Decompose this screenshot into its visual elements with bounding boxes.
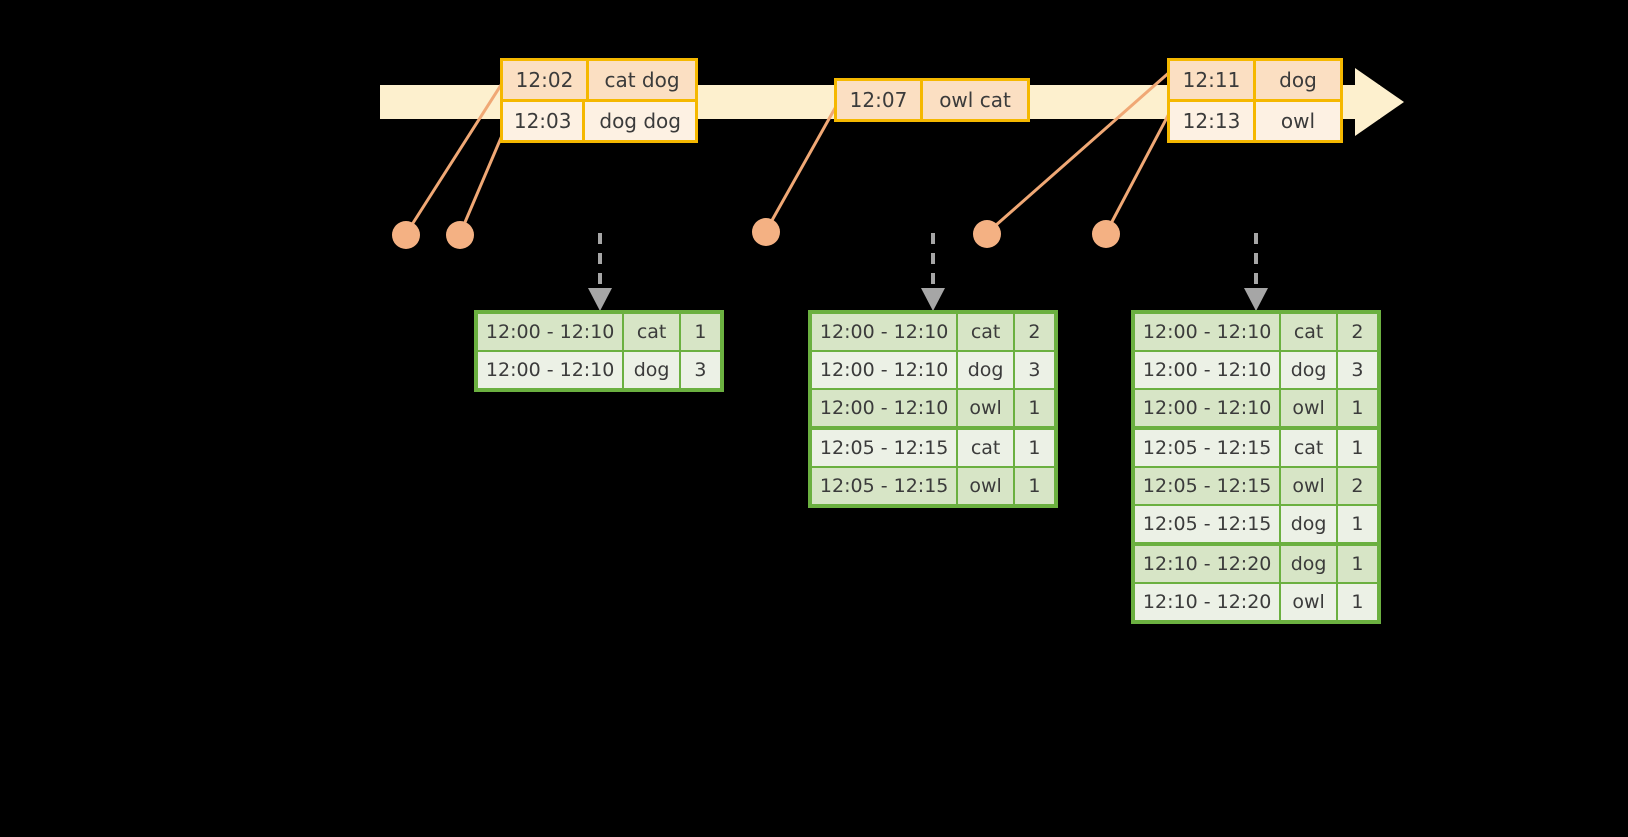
event-payload: owl [1280,109,1316,133]
window-cell: 12:00 - 12:10 [1135,390,1282,426]
event-payload: dog dog [599,109,681,133]
key-cell: cat [958,314,1015,350]
window-cell: 12:10 - 12:20 [1135,546,1282,582]
key-cell: owl [958,468,1015,504]
event-time: 12:13 [1170,102,1256,140]
event-row[interactable]: 12:11 dog [1170,61,1340,99]
count-cell: 3 [694,359,707,381]
key-cell: dog [1281,546,1338,582]
event-group-1[interactable]: 12:02 cat dog 12:03 dog dog [500,58,698,143]
count-cell: 1 [1351,591,1364,613]
count-cell: 2 [1028,321,1041,343]
record-dots [392,218,1120,249]
window-cell: 12:00 - 12:10 [1135,314,1282,350]
count-cell: 1 [1351,437,1364,459]
key-cell: cat [958,430,1015,466]
table-row[interactable]: 12:00 - 12:10 owl 1 [1135,390,1377,430]
key-cell: dog [958,352,1015,388]
window-cell: 12:00 - 12:10 [812,352,959,388]
table-row[interactable]: 12:10 - 12:20 dog 1 [1135,546,1377,584]
count-cell: 1 [1028,475,1041,497]
window-cell: 12:00 - 12:10 [812,390,959,426]
key-cell: cat [624,314,681,350]
table-row[interactable]: 12:00 - 12:10 dog 3 [478,352,720,388]
table-row[interactable]: 12:05 - 12:15 cat 1 [812,430,1054,468]
window-cell: 12:00 - 12:10 [478,314,625,350]
table-row[interactable]: 12:05 - 12:15 cat 1 [1135,430,1377,468]
key-cell: dog [1281,506,1338,542]
event-payload: cat dog [604,68,680,92]
record-dot-3 [752,218,780,246]
result-table-2[interactable]: 12:00 - 12:10 cat 2 12:00 - 12:10 dog 3 … [808,310,1058,508]
event-time: 12:03 [503,102,586,140]
key-cell: cat [1281,314,1338,350]
event-row[interactable]: 12:13 owl [1170,99,1340,140]
table-row[interactable]: 12:00 - 12:10 dog 3 [1135,352,1377,390]
event-row[interactable]: 12:07 owl cat [837,81,1027,119]
result-table-3[interactable]: 12:00 - 12:10 cat 2 12:00 - 12:10 dog 3 … [1131,310,1381,624]
window-cell: 12:05 - 12:15 [1135,430,1282,466]
event-time: 12:11 [1170,61,1256,99]
key-cell: owl [1281,468,1338,504]
table-row[interactable]: 12:05 - 12:15 owl 2 [1135,468,1377,506]
count-cell: 1 [1351,513,1364,535]
count-cell: 1 [1351,553,1364,575]
result-table-1[interactable]: 12:00 - 12:10 cat 1 12:00 - 12:10 dog 3 [474,310,724,392]
event-payload: dog [1279,68,1317,92]
table-row[interactable]: 12:10 - 12:20 owl 1 [1135,584,1377,620]
table-row[interactable]: 12:05 - 12:15 dog 1 [1135,506,1377,546]
count-cell: 1 [1351,397,1364,419]
count-cell: 1 [1028,437,1041,459]
count-cell: 3 [1351,359,1364,381]
table-row[interactable]: 12:00 - 12:10 dog 3 [812,352,1054,390]
count-cell: 1 [1028,397,1041,419]
event-group-2[interactable]: 12:07 owl cat [834,78,1030,122]
flow-arrow-heads [588,288,1268,311]
window-cell: 12:05 - 12:15 [1135,506,1282,542]
window-cell: 12:00 - 12:10 [812,314,959,350]
table-row[interactable]: 12:00 - 12:10 owl 1 [812,390,1054,430]
record-dot-2 [446,221,474,249]
table-row[interactable]: 12:00 - 12:10 cat 1 [478,314,720,352]
window-cell: 12:00 - 12:10 [478,352,625,388]
window-cell: 12:05 - 12:15 [1135,468,1282,504]
event-time: 12:02 [503,61,589,99]
key-cell: owl [958,390,1015,426]
count-cell: 1 [694,321,707,343]
table-row[interactable]: 12:00 - 12:10 cat 2 [812,314,1054,352]
window-cell: 12:10 - 12:20 [1135,584,1282,620]
key-cell: owl [1281,390,1338,426]
event-group-3[interactable]: 12:11 dog 12:13 owl [1167,58,1343,143]
count-cell: 3 [1028,359,1041,381]
key-cell: dog [624,352,681,388]
event-row[interactable]: 12:03 dog dog [503,99,695,140]
window-cell: 12:05 - 12:15 [812,468,959,504]
event-time: 12:07 [837,81,923,119]
window-cell: 12:05 - 12:15 [812,430,959,466]
key-cell: dog [1281,352,1338,388]
record-dot-4 [973,220,1001,248]
record-dot-1 [392,221,420,249]
event-payload: owl cat [939,88,1011,112]
key-cell: owl [1281,584,1338,620]
count-cell: 2 [1351,321,1364,343]
count-cell: 2 [1351,475,1364,497]
record-dot-5 [1092,220,1120,248]
table-row[interactable]: 12:00 - 12:10 cat 2 [1135,314,1377,352]
window-cell: 12:00 - 12:10 [1135,352,1282,388]
flow-arrows [598,233,1258,288]
table-row[interactable]: 12:05 - 12:15 owl 1 [812,468,1054,504]
event-row[interactable]: 12:02 cat dog [503,61,695,99]
key-cell: cat [1281,430,1338,466]
